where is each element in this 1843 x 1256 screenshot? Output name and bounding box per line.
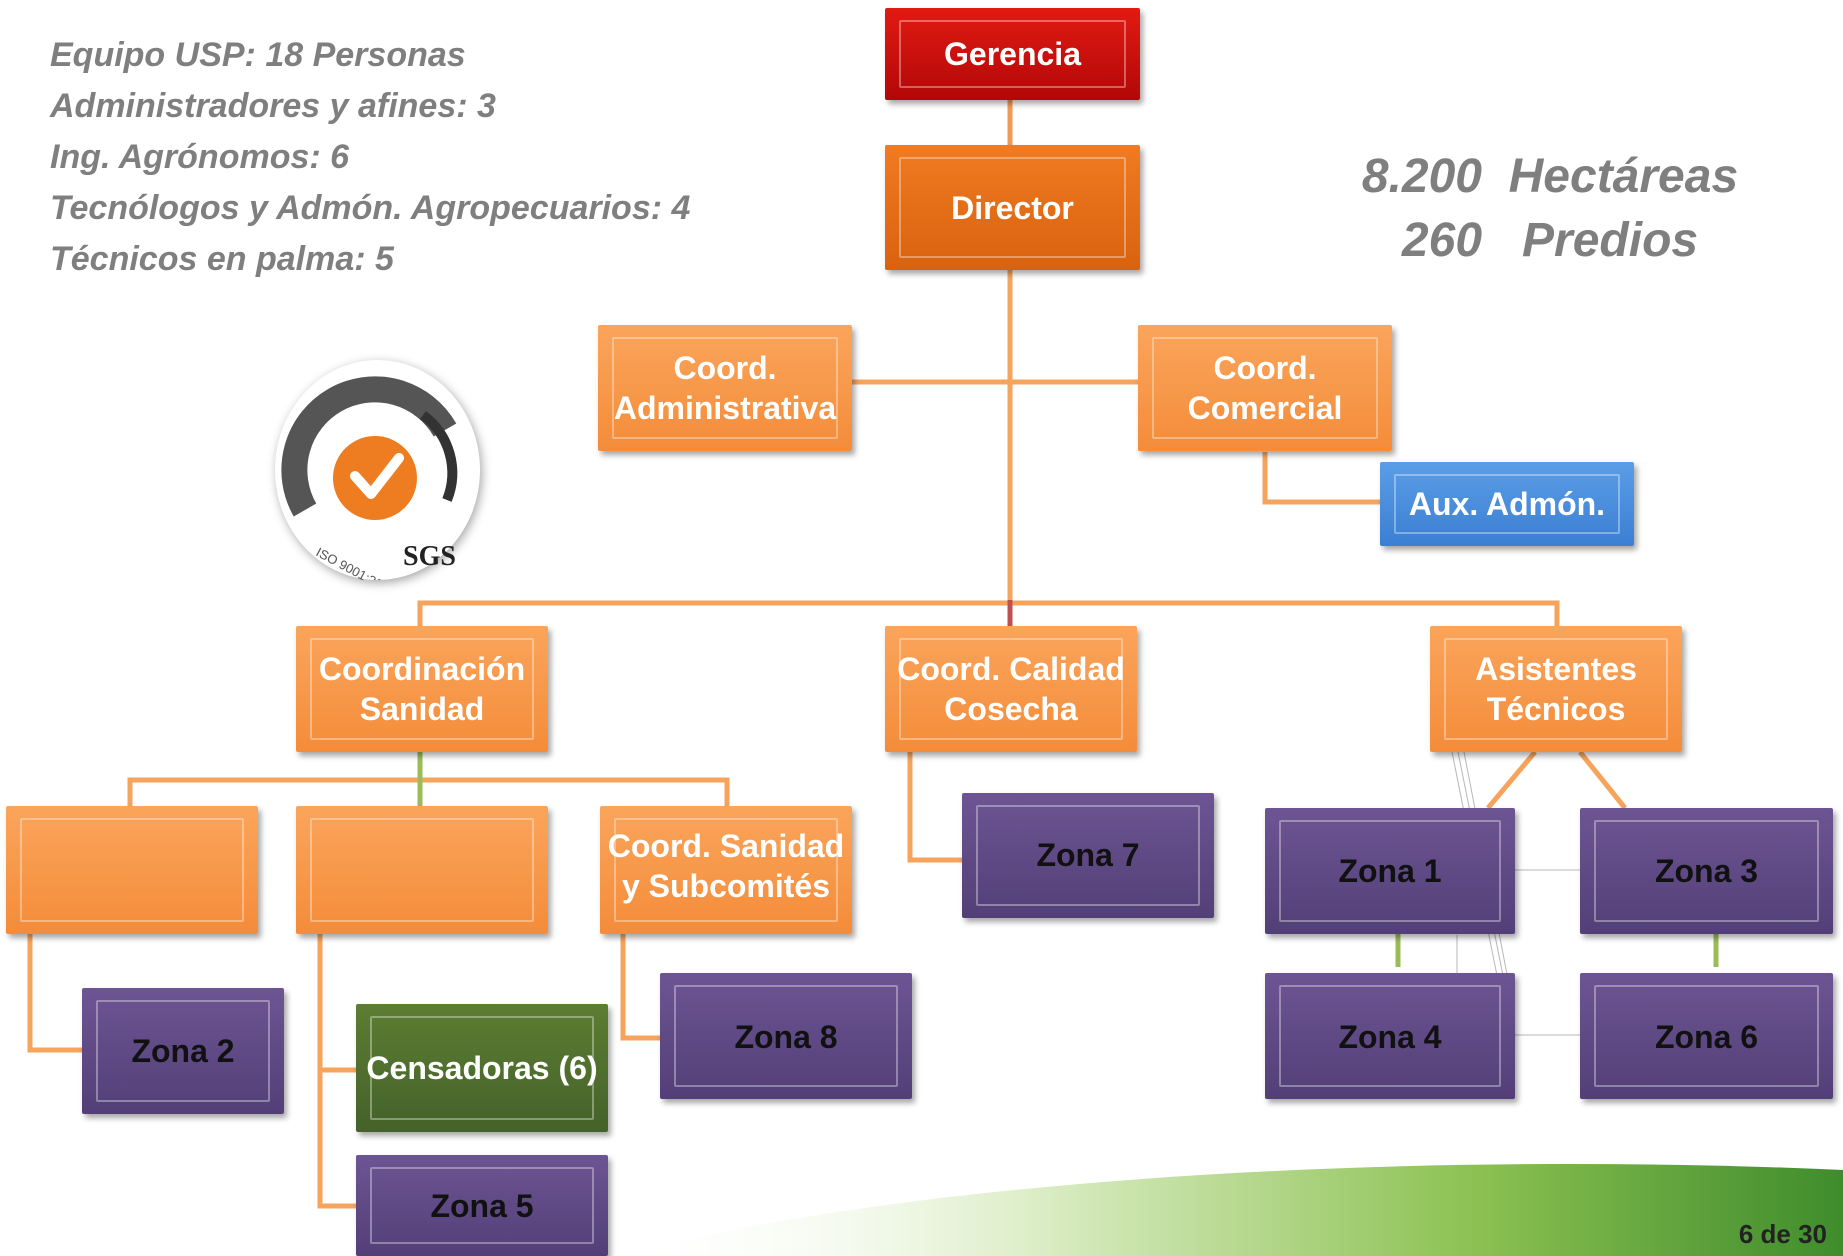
iso-seal-icon: ISO 9001:2000 SGS [281,376,458,599]
slide-number: 6 de 30 [1738,1219,1827,1249]
node-zona-7: Zona 7 [962,793,1214,918]
node-director: Director [885,145,1140,270]
node-aux-admon: Aux. Admón. [1380,462,1634,546]
node-coord-administrativa: Coord. Administrativa [598,325,852,451]
node-zona-1: Zona 1 [1265,808,1515,934]
node-zona-5: Zona 5 [356,1155,608,1256]
predios-stat: 260 Predios [1401,214,1699,267]
node-coord-sanidad-subcomites: Coord. Sanidad y Subcomités [600,806,852,934]
team-info-line: Ing. Agrónomos: 6 [50,138,350,176]
iso-certification-seal: ISO 9001:2000 SGS [275,360,480,599]
node-zona-3: Zona 3 [1580,808,1833,934]
area-stats: 8.200 Hectáreas 260 Predios [1340,145,1760,273]
node-coordinacion-sanidad: Coordinación Sanidad [296,626,548,752]
node-asistentes-tecnicos: Asistentes Técnicos [1430,626,1682,752]
hectares-stat: 8.200 Hectáreas [1361,150,1739,203]
node-zona-6: Zona 6 [1580,973,1833,1099]
decorative-swoosh [620,1163,1843,1256]
team-summary: Equipo USP: 18 Personas Administradores … [50,30,690,285]
team-info-line: Equipo USP: 18 Personas [50,36,466,74]
node-zona-2: Zona 2 [82,988,284,1114]
node-gerencia: Gerencia [885,8,1140,100]
node-coord-comercial: Coord. Comercial [1138,325,1392,451]
node-coord-calidad-cosecha: Coord. Calidad Cosecha [885,626,1137,752]
node-zona-4: Zona 4 [1265,973,1515,1099]
node-sanidad-unit-2 [296,806,548,934]
team-info-line: Técnicos en palma: 5 [50,240,394,278]
team-info-line: Administradores y afines: 3 [50,87,496,125]
node-zona-8: Zona 8 [660,973,912,1099]
iso-seal-text: ISO 9001:2000 [314,544,398,580]
node-censadoras: Censadoras (6) [356,1004,608,1132]
team-info-line: Tecnólogos y Admón. Agropecuarios: 4 [50,189,691,227]
node-sanidad-unit-1 [6,806,258,934]
sgs-brand: SGS [403,541,456,572]
